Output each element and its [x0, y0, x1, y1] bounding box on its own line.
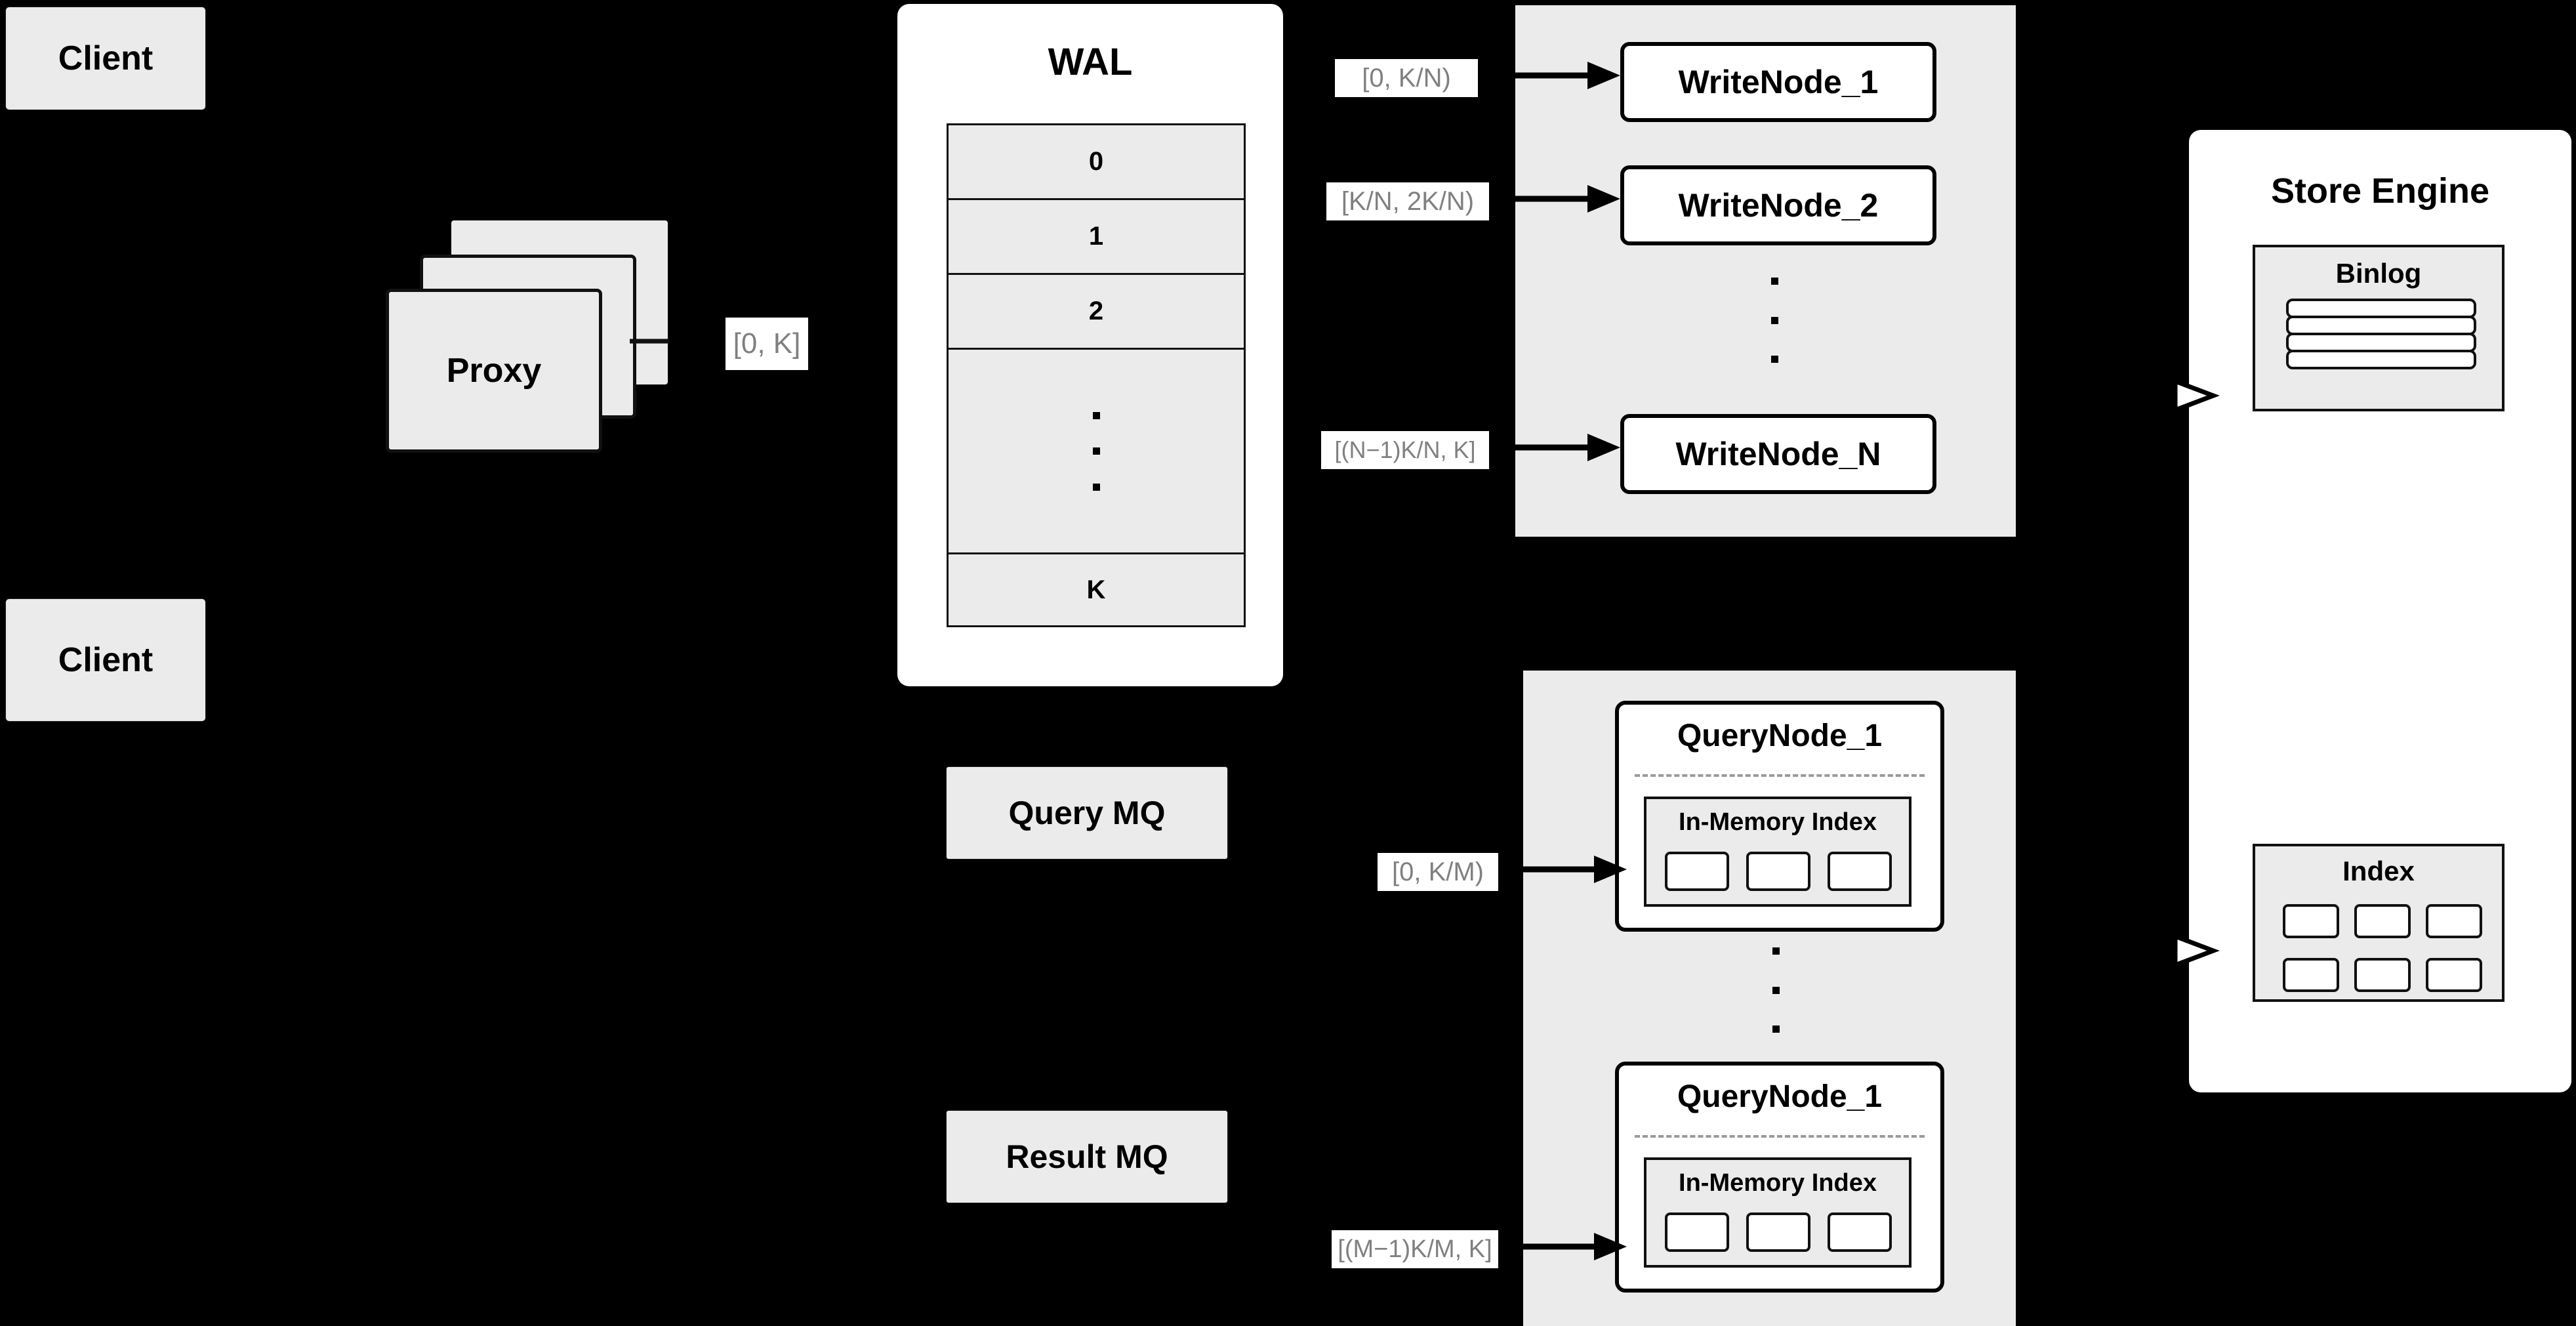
in-memory-index-title-1: In-Memory Index	[1679, 808, 1877, 836]
client-box-1[interactable]: Client	[5, 7, 206, 110]
query-node-m-title: QueryNode_1	[1677, 1079, 1883, 1114]
index-panel: Index	[2253, 844, 2504, 1002]
index-cell[interactable]	[2426, 904, 2482, 938]
index-cell[interactable]	[1828, 1212, 1892, 1252]
query-node-1-divider	[1635, 774, 1925, 777]
arrow-to-query-node-m	[1502, 1233, 1627, 1260]
in-memory-index-title-m: In-Memory Index	[1679, 1169, 1877, 1197]
wal-row[interactable]: 2	[949, 275, 1244, 350]
index-title: Index	[2342, 856, 2415, 886]
proxy-label: Proxy	[446, 352, 542, 390]
edge-label-query-node-1: [0, K/M)	[1378, 853, 1498, 891]
index-row	[2283, 958, 2482, 992]
query-node-group: QueryNode_1 In-Memory Index QueryNode_1	[1523, 671, 2016, 1326]
index-row	[2283, 904, 2482, 938]
index-cell[interactable]	[1746, 1212, 1810, 1252]
index-cell[interactable]	[2426, 958, 2482, 992]
in-memory-index-panel-m: In-Memory Index	[1644, 1157, 1912, 1268]
wal-row-list: 0 1 2 K	[947, 123, 1246, 627]
index-cell[interactable]	[2283, 958, 2339, 992]
index-cell[interactable]	[2354, 904, 2411, 938]
wal-panel: WAL 0 1 2 K	[897, 4, 1283, 686]
arrow-to-query-node-1	[1502, 856, 1627, 883]
store-engine-panel: Store Engine Binlog Index	[2189, 130, 2571, 1092]
binlog-row[interactable]	[2286, 350, 2476, 369]
query-group-vertical-dots-icon	[1772, 947, 1780, 1033]
wal-row[interactable]: 1	[949, 200, 1244, 275]
binlog-panel: Binlog	[2253, 245, 2504, 411]
wal-title: WAL	[1048, 41, 1133, 83]
edge-label-write-node-2: [K/N, 2K/N)	[1326, 182, 1489, 220]
vertical-dots-icon	[1093, 411, 1100, 491]
index-cell[interactable]	[1665, 852, 1729, 891]
edge-label-write-node-1: [0, K/N)	[1335, 59, 1478, 97]
arrow-to-binlog	[2141, 377, 2220, 414]
query-mq-box[interactable]: Query MQ	[946, 766, 1228, 860]
query-node-card-m[interactable]: QueryNode_1 In-Memory Index	[1615, 1062, 1944, 1293]
edge-label-query-node-m: [(M−1)K/M, K]	[1332, 1230, 1498, 1268]
write-node-card-1[interactable]: WriteNode_1	[1620, 42, 1936, 122]
proxy-to-wal-connector	[630, 339, 669, 344]
proxy-card-front[interactable]: Proxy	[386, 289, 602, 453]
query-mq-label: Query MQ	[1008, 795, 1166, 831]
in-memory-index-panel-1: In-Memory Index	[1644, 797, 1912, 907]
index-cell[interactable]	[2283, 904, 2339, 938]
client-box-2[interactable]: Client	[5, 598, 206, 722]
write-node-card-2[interactable]: WriteNode_2	[1620, 165, 1936, 245]
write-node-card-n[interactable]: WriteNode_N	[1620, 414, 1936, 494]
index-cell[interactable]	[1828, 852, 1892, 891]
wal-row[interactable]: K	[949, 554, 1244, 625]
index-cell[interactable]	[2354, 958, 2411, 992]
query-node-card-1[interactable]: QueryNode_1 In-Memory Index	[1615, 701, 1944, 932]
result-mq-label: Result MQ	[1006, 1138, 1168, 1175]
index-cell[interactable]	[1746, 852, 1810, 891]
wal-row[interactable]: 0	[949, 125, 1244, 200]
arrow-to-index	[2141, 932, 2220, 969]
query-node-m-divider	[1635, 1135, 1925, 1138]
client-label-2: Client	[58, 641, 153, 679]
binlog-title: Binlog	[2335, 258, 2422, 289]
store-engine-title: Store Engine	[2270, 171, 2490, 211]
arrow-to-write-node-n	[1489, 434, 1620, 461]
client-label-1: Client	[58, 39, 153, 77]
result-mq-box[interactable]: Result MQ	[946, 1110, 1228, 1203]
arrow-to-write-node-1	[1489, 62, 1620, 89]
query-node-1-title: QueryNode_1	[1677, 718, 1883, 753]
wal-row-ellipsis	[949, 350, 1244, 554]
edge-label-proxy-to-wal: [0, K]	[726, 318, 808, 370]
write-group-vertical-dots-icon	[1771, 278, 1778, 363]
edge-label-write-node-n: [(N−1)K/N, K]	[1321, 431, 1489, 469]
index-cell[interactable]	[1665, 1212, 1729, 1252]
arrow-to-write-node-2	[1489, 185, 1620, 213]
